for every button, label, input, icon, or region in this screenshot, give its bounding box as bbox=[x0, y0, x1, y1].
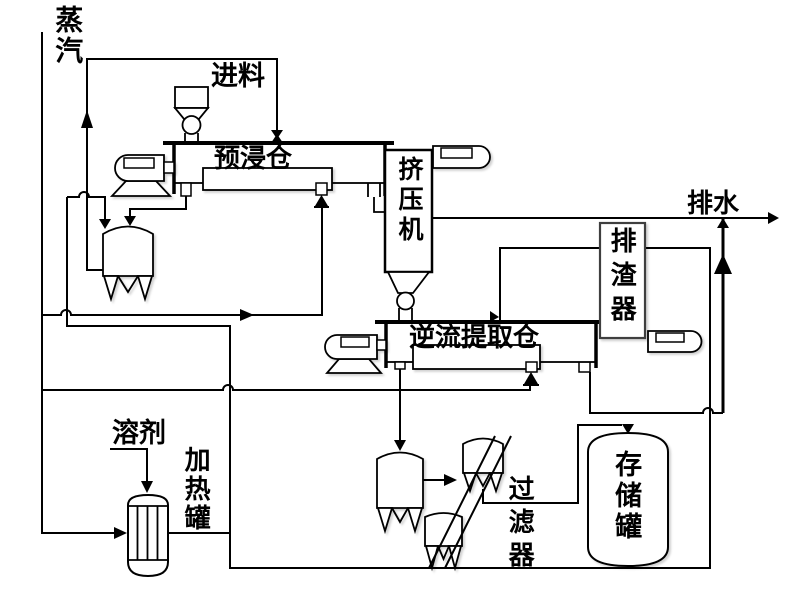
pipe-main-loop bbox=[66, 197, 711, 569]
extruder-motor-vent bbox=[440, 147, 473, 159]
arrowhead-to-filter bbox=[394, 440, 406, 451]
filter-tank-1 bbox=[376, 451, 424, 535]
extraction-motor bbox=[324, 334, 387, 374]
arrowhead-recycle bbox=[240, 309, 254, 321]
filter3-cone bbox=[437, 545, 450, 562]
feed-hopper bbox=[173, 86, 210, 143]
label-heating-tank: 加热罐 bbox=[181, 446, 212, 533]
extraction-chamber bbox=[375, 320, 601, 373]
heater-tubes bbox=[128, 505, 168, 561]
slag-motor-vent bbox=[655, 332, 685, 343]
valve-stub bbox=[525, 361, 538, 373]
presoak-bottom-valve bbox=[314, 182, 329, 208]
pipe-solvent-inlet bbox=[110, 448, 148, 481]
label-solvent: 溶剂 bbox=[112, 418, 166, 448]
extraction-trough bbox=[412, 344, 541, 370]
arrowhead-tank-feed-a bbox=[99, 219, 111, 229]
presoak-stub-left bbox=[180, 182, 192, 197]
valve-tri bbox=[490, 311, 499, 322]
filter-conveyor bbox=[428, 435, 512, 569]
label-storage-tank: 存储罐 bbox=[611, 450, 642, 543]
presoak-top-valve bbox=[271, 130, 283, 143]
pipe-recycle-to-presoak bbox=[42, 206, 323, 316]
pipe-steam-to-extraction bbox=[42, 384, 531, 391]
valve-tri-up bbox=[271, 134, 283, 143]
presoak-trough bbox=[202, 167, 333, 191]
label-steam: 蒸汽 bbox=[52, 5, 84, 67]
presoak-motor bbox=[109, 154, 175, 197]
storage-tank-shape bbox=[587, 431, 669, 568]
slag-box bbox=[598, 221, 647, 340]
filter2-leg-right bbox=[488, 472, 504, 494]
label-extraction-chamber: 逆流提取仓 bbox=[409, 322, 540, 352]
label-slag-discharger: 排渣器 bbox=[607, 227, 638, 329]
heating-tank-shape bbox=[127, 493, 169, 578]
filter1-leg-left bbox=[376, 507, 394, 535]
label-filter: 过滤器 bbox=[505, 475, 536, 574]
hopper-channel bbox=[184, 133, 199, 143]
receiver-tank bbox=[102, 225, 154, 303]
filter1-cone bbox=[391, 507, 409, 524]
extruder-channel bbox=[398, 308, 413, 322]
valve-stub bbox=[315, 182, 328, 196]
valves bbox=[271, 130, 539, 386]
filter3-leg-left bbox=[424, 545, 440, 572]
arrowhead-solvent bbox=[141, 481, 153, 493]
filter2-body bbox=[462, 437, 504, 474]
pipe-filter-to-storage bbox=[482, 424, 622, 504]
arrowhead-tank-feed-b bbox=[124, 216, 136, 226]
extraction-stub-right bbox=[578, 362, 591, 373]
hopper-rotary-valve bbox=[181, 115, 202, 135]
label-drain: 排水 bbox=[687, 188, 740, 218]
hopper-bin bbox=[174, 86, 209, 109]
extruder-unit bbox=[383, 145, 491, 322]
filter2-cone bbox=[475, 472, 491, 488]
pipes bbox=[41, 32, 768, 569]
arrowhead-to-storage bbox=[622, 424, 634, 434]
receiver-tank-cone bbox=[117, 275, 139, 294]
label-extruder: 挤压机 bbox=[395, 156, 423, 246]
slag-discharger bbox=[598, 221, 703, 353]
valve-tri-up bbox=[315, 195, 328, 206]
flow-arrows bbox=[81, 110, 779, 539]
filter1-leg-right bbox=[406, 507, 424, 535]
extraction-bottom-valve bbox=[523, 361, 539, 386]
extraction-top-valve bbox=[490, 309, 501, 322]
motor2-stand bbox=[325, 358, 383, 374]
arrowhead-riser-small bbox=[717, 218, 729, 228]
extruder-body bbox=[383, 148, 434, 274]
presoak-discharge-chute bbox=[367, 183, 385, 213]
motor1-vent bbox=[123, 157, 155, 169]
motor1-shaft bbox=[163, 161, 175, 174]
filter1-body bbox=[376, 451, 424, 509]
extruder-rotary-valve bbox=[396, 291, 415, 311]
arrowhead-heater-inlet bbox=[114, 527, 127, 539]
extraction-stub-left bbox=[394, 361, 406, 370]
extruder-funnel bbox=[386, 271, 431, 294]
arrowhead-riser-big bbox=[714, 254, 732, 274]
arrowhead-drain bbox=[768, 212, 779, 224]
receiver-tank-body bbox=[102, 225, 154, 277]
label-feed: 进料 bbox=[211, 61, 265, 91]
pipe-tank-feed-a bbox=[67, 191, 106, 219]
pipe-vapor-line bbox=[86, 58, 278, 271]
presoak-chamber bbox=[163, 141, 394, 213]
motor2-vent bbox=[340, 336, 370, 348]
receiver-tank-leg-right bbox=[136, 275, 154, 303]
pipe-steam-supply bbox=[41, 32, 114, 534]
valve-tri-up bbox=[524, 372, 538, 384]
arrowhead-filter1-out bbox=[444, 474, 457, 486]
arrowhead-vapor-up bbox=[81, 110, 93, 128]
label-presoak-chamber: 预浸仓 bbox=[214, 143, 293, 173]
receiver-tank-leg-left bbox=[102, 275, 120, 303]
pipe-tank-feed-b bbox=[129, 196, 187, 216]
pipe-loop-to-drain bbox=[589, 372, 723, 414]
motor1-stand bbox=[109, 180, 173, 197]
motor2-shaft bbox=[376, 339, 387, 351]
